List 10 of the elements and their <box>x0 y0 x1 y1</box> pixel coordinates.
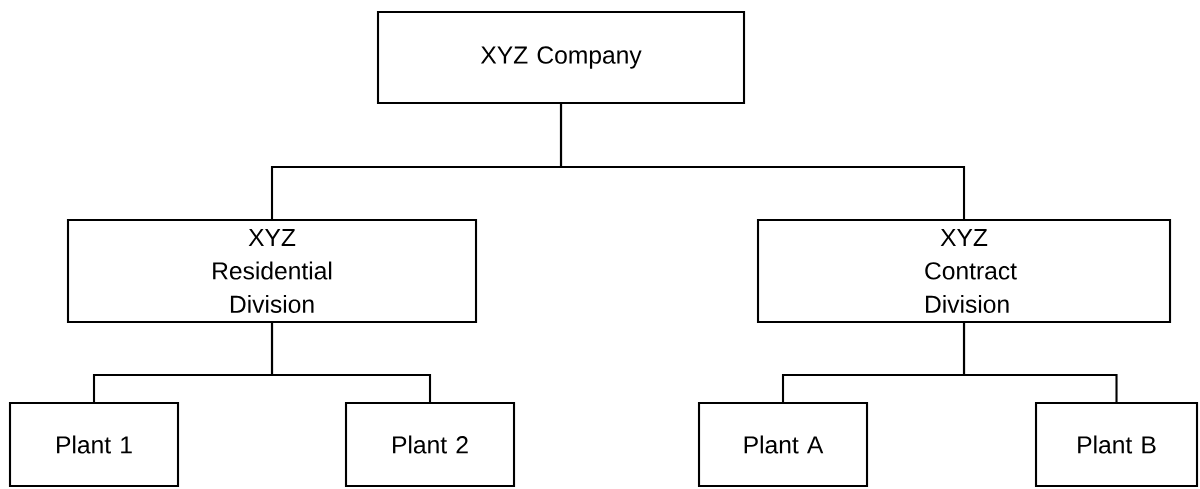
connector-line <box>962 323 1118 402</box>
org-box: XYZ Residential Division <box>66 218 478 324</box>
org-box: Plant 1 <box>8 401 180 488</box>
org-box: Plant A <box>697 401 869 488</box>
org-box: Plant B <box>1034 401 1199 488</box>
connector-line <box>559 104 966 219</box>
org-box: Plant 2 <box>344 401 516 488</box>
org-box: XYZ Company <box>376 10 746 105</box>
org-box: XYZ Contract Division <box>756 218 1172 324</box>
connector-line <box>270 323 432 402</box>
